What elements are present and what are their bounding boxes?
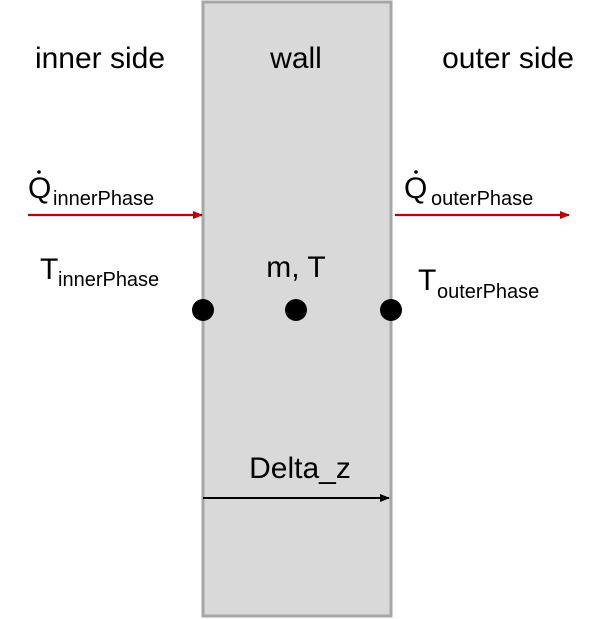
temperature-outer-symbol: T	[418, 264, 436, 297]
heat-flow-outer-subscript: outerPhase	[431, 188, 533, 210]
temperature-inner-label: T innerPhase	[40, 253, 159, 291]
wall-label: wall	[269, 42, 322, 75]
heat-flow-inner-subscript: innerPhase	[53, 188, 154, 210]
inner-surface-node	[192, 299, 214, 321]
heat-flow-outer-dot	[414, 170, 418, 174]
wall-center-node	[285, 299, 307, 321]
outer-surface-node	[380, 299, 402, 321]
temperature-outer-subscript: outerPhase	[437, 281, 539, 303]
heat-flow-outer-label: Q outerPhase	[404, 170, 533, 210]
heat-flow-outer-symbol: Q	[404, 172, 427, 205]
heat-flow-inner-label: Q innerPhase	[28, 170, 154, 210]
heat-flow-inner-dot	[37, 170, 41, 174]
inner-side-label: inner side	[35, 42, 165, 75]
temperature-inner-subscript: innerPhase	[58, 269, 159, 291]
heat-flow-inner-symbol: Q	[28, 172, 51, 205]
wall-state-label: m, T	[266, 251, 325, 284]
outer-side-label: outer side	[442, 42, 574, 75]
thickness-label: Delta_z	[249, 452, 351, 485]
temperature-outer-label: T outerPhase	[418, 264, 539, 303]
temperature-inner-symbol: T	[40, 253, 58, 286]
